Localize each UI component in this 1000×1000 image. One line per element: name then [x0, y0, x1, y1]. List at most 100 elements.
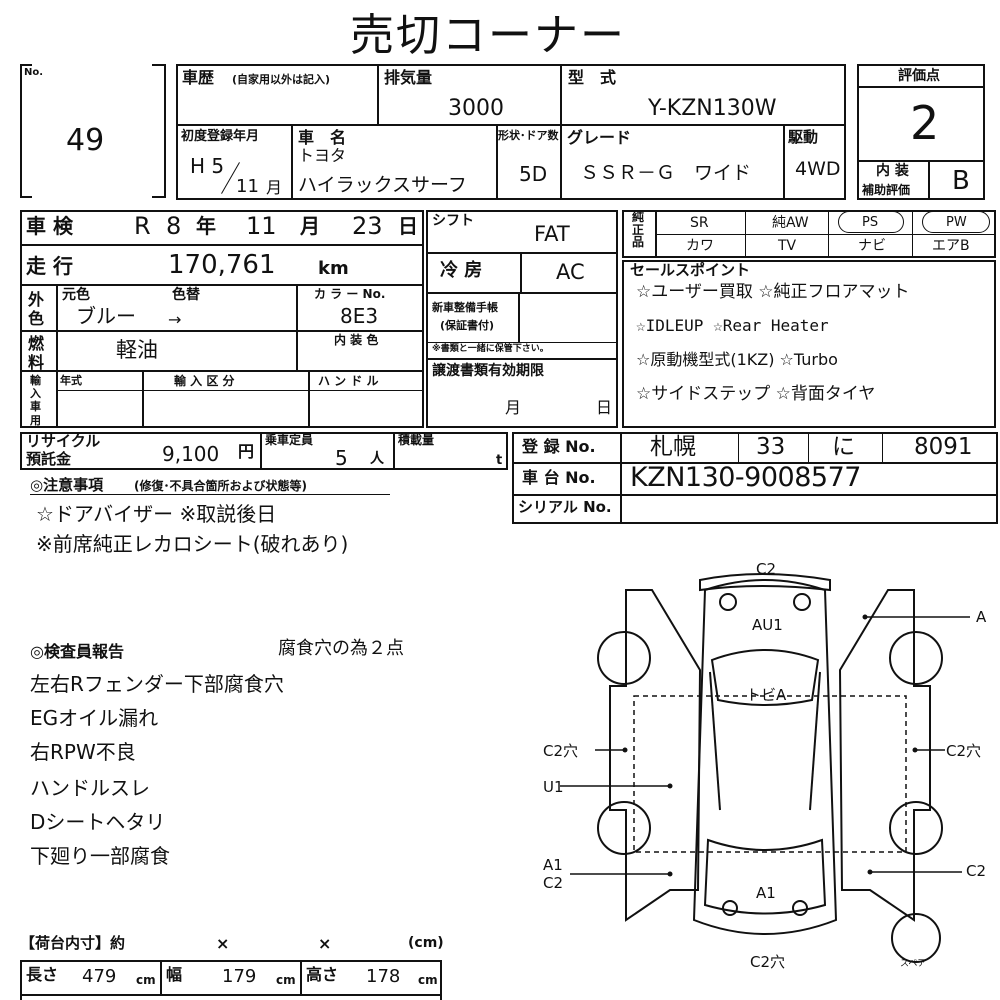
cargo-width-label: 幅	[166, 965, 183, 984]
drive-value: 4WD	[795, 158, 841, 180]
equipment-side-label: 純 正 品	[632, 210, 645, 250]
page-title: 売切コーナー	[350, 10, 626, 61]
drive-label: 駆動	[788, 128, 819, 146]
history-label: 車歴	[182, 68, 215, 87]
equip-navi: ナビ	[858, 238, 886, 254]
cargo-times-1: ×	[216, 934, 230, 953]
displacement-value: 3000	[448, 96, 504, 121]
import-side-label: 輸 入 車 用	[30, 374, 41, 427]
diagram-label: AU1	[752, 616, 783, 634]
manual-label: 新車整備手帳	[432, 301, 498, 314]
capacity-unit: 人	[370, 451, 384, 467]
notes-line: ☆ドアバイザー ※取説後日	[36, 502, 277, 526]
diagram-label: A	[976, 608, 987, 626]
serial-label: シリアル No.	[518, 498, 612, 516]
shift-value: FAT	[534, 222, 570, 246]
chassis-label: 車 台 No.	[522, 468, 596, 487]
docs-expiry-month: 月	[505, 398, 522, 417]
car-damage-diagram	[560, 573, 970, 963]
color-repaint-label: 色替	[172, 287, 200, 303]
inspection-day-unit: 日	[398, 214, 418, 238]
cargo-height-cm: cm	[418, 973, 438, 987]
equip-ps: PS	[862, 215, 879, 230]
sales-point-line: ☆ユーザー買取 ☆純正フロアマット	[636, 282, 910, 302]
color-side-label: 外 色	[28, 290, 45, 329]
notes-label: ◎注意事項	[30, 476, 104, 494]
first-reg-label: 初度登録年月	[181, 129, 260, 144]
car-name-label: 車 名	[298, 128, 347, 147]
diagram-label: A1	[756, 884, 776, 902]
first-reg-year: H 5	[190, 154, 225, 178]
inspector-line: EGオイル漏れ	[30, 706, 159, 730]
shift-label: シフト	[432, 213, 474, 229]
car-maker: トヨタ	[298, 146, 347, 165]
model-code-label: 型 式	[568, 68, 617, 87]
car-name: ハイラックスサーフ	[298, 174, 467, 196]
chassis-value: KZN130-9008577	[630, 462, 861, 493]
diagram-label: C2	[543, 874, 564, 892]
registration-class: 33	[756, 434, 786, 460]
import-type-label: 輸 入 区 分	[174, 374, 235, 388]
color-orig-label: 元色	[62, 287, 90, 303]
cargo-height: 178	[366, 966, 401, 987]
equip-leather: カワ	[686, 238, 714, 254]
first-reg-month-unit: 月	[266, 178, 283, 197]
equip-aw: 純AW	[772, 215, 809, 231]
sales-point-line: ☆原動機型式(1KZ) ☆Turbo	[636, 350, 838, 369]
cargo-unit: (cm)	[408, 935, 444, 951]
equip-sr: SR	[690, 215, 709, 231]
top-info-grid	[176, 64, 846, 200]
docs-expiry-day: 日	[596, 398, 613, 417]
diagram-label: A1	[543, 856, 563, 874]
cargo-length-label: 長さ	[26, 965, 59, 984]
registration-label: 登 録 No.	[522, 437, 596, 456]
inspector-note: 腐食穴の為２点	[278, 638, 404, 659]
recycle-sublabel: 預託金	[26, 450, 72, 468]
recycle-value: 9,100	[162, 442, 220, 466]
manual-note: ※書類と一緒に保管下さい。	[432, 344, 549, 354]
registration-area: 札幌	[650, 434, 696, 460]
mileage-value: 170,761	[168, 250, 276, 280]
body-value: 5D	[519, 162, 548, 186]
fuel-side-label: 燃 料	[28, 334, 45, 373]
aircon-label: 冷 房	[440, 260, 483, 281]
load-label: 積載量	[398, 433, 435, 447]
score-value: 2	[910, 96, 940, 150]
mileage-unit: km	[318, 258, 349, 279]
lot-box: No. 49	[20, 64, 168, 198]
diagram-label: C2穴	[543, 742, 579, 760]
registration-kana: に	[832, 434, 855, 460]
interior-score-value: B	[952, 166, 970, 196]
cargo-height-label: 高さ	[306, 965, 339, 984]
sales-point-line: ☆サイドステップ ☆背面タイヤ	[636, 384, 876, 404]
sales-points-box	[622, 260, 996, 428]
equip-tv: TV	[778, 238, 797, 254]
diagram-label: スペア	[900, 959, 927, 969]
recycle-unit: 円	[238, 442, 255, 461]
import-year-label: 年式	[60, 374, 82, 387]
import-handle-label: ハ ン ド ル	[318, 374, 379, 388]
score-label: 評価点	[898, 68, 940, 84]
grade-label: グレード	[567, 128, 632, 147]
inspection-month-unit: 月	[300, 214, 320, 238]
cargo-length: 479	[82, 966, 117, 987]
cargo-width-cm: cm	[276, 973, 296, 987]
sales-point-line: ☆IDLEUP ☆Rear Heater	[636, 316, 829, 335]
diagram-label: C2	[966, 862, 987, 880]
capacity-value: 5	[335, 446, 348, 470]
inspection-label: 車 検	[26, 214, 73, 238]
interior-color-label: 内 装 色	[334, 333, 379, 347]
inspector-label: ◎検査員報告	[30, 642, 124, 661]
inspection-month: 11	[246, 212, 277, 240]
lot-label: No.	[24, 67, 44, 78]
inspection-era: R	[134, 212, 151, 240]
grade-value: ＳＳＲ－Ｇ ワイド	[580, 162, 752, 184]
registration-grid	[512, 432, 998, 524]
inspection-day: 23	[352, 212, 383, 240]
docs-expiry-label: 譲渡書類有効期限	[432, 363, 544, 379]
notes-sub: (修復･不具合箇所および状態等)	[134, 479, 307, 493]
cargo-length-cm: cm	[136, 973, 156, 987]
inspector-line: 左右Rフェンダー下部腐食穴	[30, 672, 284, 696]
vehicle-detail-grid	[20, 210, 424, 428]
inspector-line: 右RPW不良	[30, 740, 136, 764]
